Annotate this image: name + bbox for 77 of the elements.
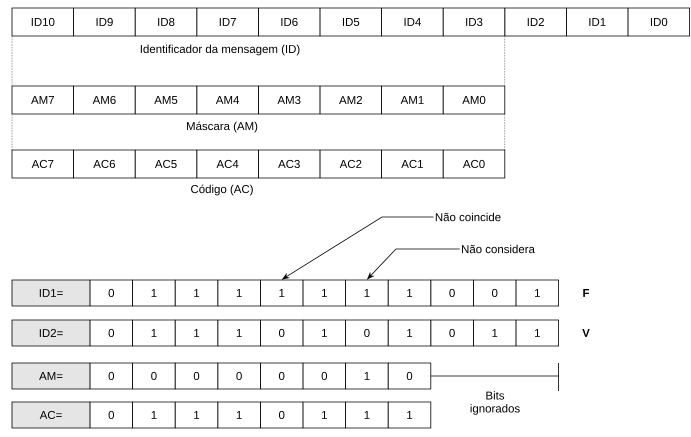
bit-cell: 1: [302, 402, 346, 428]
bit-cell: 0: [90, 320, 133, 346]
bit-cell: 0: [473, 280, 516, 306]
bit-cell: 1: [388, 320, 432, 346]
bit-cell: 0: [430, 320, 474, 346]
bit-cell: ID1: [566, 8, 628, 36]
bit-cell: ID4: [381, 8, 444, 36]
bit-cell: 0: [260, 320, 304, 346]
callout-text: Não coincide: [436, 212, 501, 222]
bit-cell: ID5: [320, 8, 382, 36]
bit-cell: 1: [174, 280, 218, 306]
row-caption: Código (AC): [191, 184, 253, 196]
bit-cell: 1: [260, 280, 304, 306]
bit-cell: AM0: [442, 86, 506, 114]
bit-cell: ID8: [134, 8, 198, 36]
bit-cell: 1: [388, 402, 432, 428]
bit-cell: AM1: [381, 86, 444, 114]
bit-cell: ID9: [73, 8, 136, 36]
bit-cell: 0: [174, 362, 218, 390]
bit-cell: 1: [473, 320, 516, 346]
bit-cell: AM3: [258, 86, 320, 114]
bit-cell: 0: [388, 362, 432, 390]
bit-cell: AM5: [134, 86, 198, 114]
result-letter: V: [582, 329, 590, 337]
note-text: Bits ignorados: [470, 391, 520, 415]
bit-cell: 1: [516, 280, 559, 306]
bit-cell: 0: [90, 280, 133, 306]
bit-cell: 0: [90, 362, 133, 390]
bit-cell: 0: [302, 362, 346, 390]
bit-cell: ID2: [504, 8, 567, 36]
bit-cell: AC1: [381, 150, 444, 178]
bit-cell: 0: [217, 362, 261, 390]
bit-cell: 0: [430, 280, 474, 306]
bit-cell: AC5: [134, 150, 198, 178]
bit-cell: AM7: [12, 86, 74, 114]
bit-cell: ID3: [442, 8, 506, 36]
bit-cell: 1: [217, 280, 261, 306]
bit-cell: 1: [217, 402, 261, 428]
bit-cell: 1: [174, 320, 218, 346]
bit-cell: 1: [302, 320, 346, 346]
bit-cell: 0: [132, 362, 176, 390]
bit-cell: ID6: [258, 8, 320, 36]
row-label-cell: ID2=: [12, 320, 90, 346]
bit-cell: 1: [388, 280, 432, 306]
bit-cell: 1: [345, 362, 389, 390]
bit-cell: AM2: [320, 86, 382, 114]
callout-text: Não considera: [462, 244, 535, 254]
bit-cell: 1: [217, 320, 261, 346]
bit-cell: ID10: [12, 8, 74, 36]
bit-cell: AM6: [73, 86, 136, 114]
bit-cell: 1: [345, 402, 389, 428]
bit-cell: 1: [132, 320, 176, 346]
bit-cell: 1: [345, 280, 389, 306]
row-label-cell: AC=: [12, 402, 90, 428]
bit-cell: 0: [90, 402, 133, 428]
result-letter: F: [583, 289, 590, 297]
bit-cell: AC4: [196, 150, 259, 178]
bit-cell: ID0: [628, 8, 690, 36]
bit-cell: 1: [132, 280, 176, 306]
bit-cell: 1: [302, 280, 346, 306]
row-caption: Máscara (AM): [186, 122, 258, 132]
bit-cell: AC7: [12, 150, 74, 178]
bit-cell: 1: [516, 320, 559, 346]
row-label-cell: AM=: [12, 362, 90, 390]
row-label-cell: ID1=: [12, 280, 90, 306]
bit-cell: 1: [174, 402, 218, 428]
bit-cell: ID7: [196, 8, 259, 36]
bit-cell: AC0: [442, 150, 506, 178]
bit-cell: AM4: [196, 86, 259, 114]
bit-cell: AC6: [73, 150, 136, 178]
bit-cell: 0: [260, 362, 304, 390]
bit-cell: 1: [132, 402, 176, 428]
bit-cell: AC3: [258, 150, 320, 178]
bit-cell: AC2: [320, 150, 382, 178]
row-caption: Identificador da mensagem (ID): [140, 44, 300, 56]
bit-cell: 0: [345, 320, 389, 346]
bit-cell: 0: [260, 402, 304, 428]
